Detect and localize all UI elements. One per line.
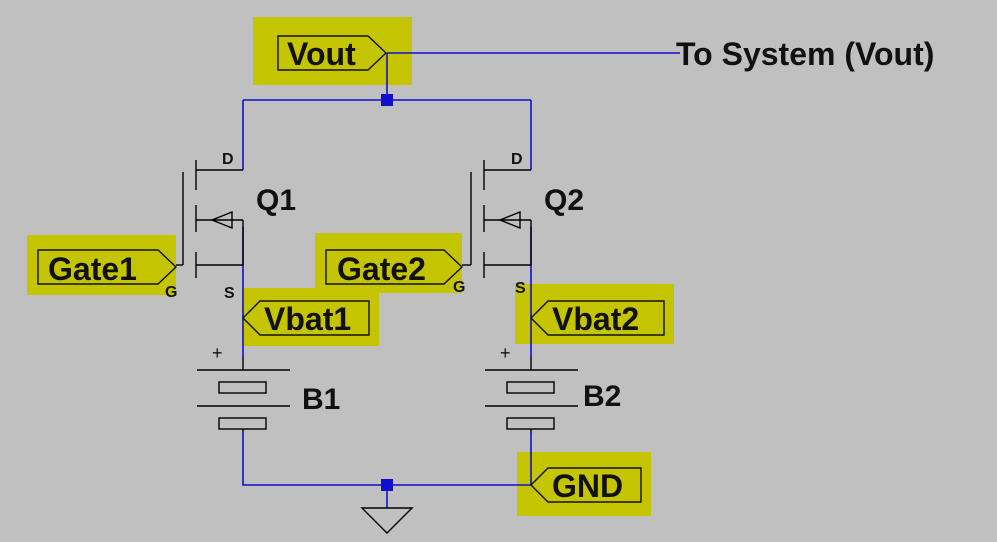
q2-pin-s-label: S bbox=[515, 280, 526, 297]
b1-ref-label: B1 bbox=[302, 383, 340, 416]
gate1-label: Gate1 bbox=[48, 251, 137, 287]
battery-b2-symbol bbox=[485, 357, 578, 433]
vout-highlight bbox=[253, 17, 412, 85]
vbat1-label: Vbat1 bbox=[264, 301, 351, 337]
q1-pin-d-label: D bbox=[222, 151, 234, 168]
output-destination-label: To System (Vout) bbox=[676, 36, 934, 72]
b2-plus-label: + bbox=[500, 343, 511, 363]
vout-label: Vout bbox=[287, 36, 356, 72]
q2-pin-g-label: G bbox=[453, 279, 465, 296]
ground-symbol-icon bbox=[360, 507, 414, 534]
gate2-highlight bbox=[315, 233, 462, 293]
gate1-flag bbox=[37, 249, 178, 285]
gnd-label: GND bbox=[552, 468, 623, 504]
b1-plus-label: + bbox=[212, 343, 223, 363]
vbat2-flag bbox=[530, 300, 665, 336]
vbat2-label: Vbat2 bbox=[552, 301, 639, 337]
q1-pin-s-label: S bbox=[224, 285, 235, 302]
gate2-label: Gate2 bbox=[337, 251, 426, 287]
junction-dot-icon bbox=[381, 479, 393, 491]
battery-b1-symbol bbox=[197, 357, 290, 433]
b2-ref-label: B2 bbox=[583, 380, 621, 413]
vbat1-highlight bbox=[242, 288, 379, 346]
mosfet-q1-symbol bbox=[176, 160, 244, 278]
q1-pin-g-label: G bbox=[165, 284, 177, 301]
gnd-flag bbox=[530, 467, 642, 503]
mosfet-q2-symbol bbox=[462, 160, 532, 278]
gate1-highlight bbox=[27, 235, 176, 295]
q2-ref-label: Q2 bbox=[544, 184, 584, 217]
gate2-flag bbox=[325, 249, 464, 285]
q1-ref-label: Q1 bbox=[256, 184, 296, 217]
vbat2-highlight bbox=[515, 284, 674, 344]
junction-dot-icon bbox=[381, 94, 393, 106]
q2-pin-d-label: D bbox=[511, 151, 523, 168]
gnd-highlight bbox=[517, 452, 651, 516]
vout-flag bbox=[277, 35, 388, 71]
vbat1-flag bbox=[242, 300, 370, 336]
